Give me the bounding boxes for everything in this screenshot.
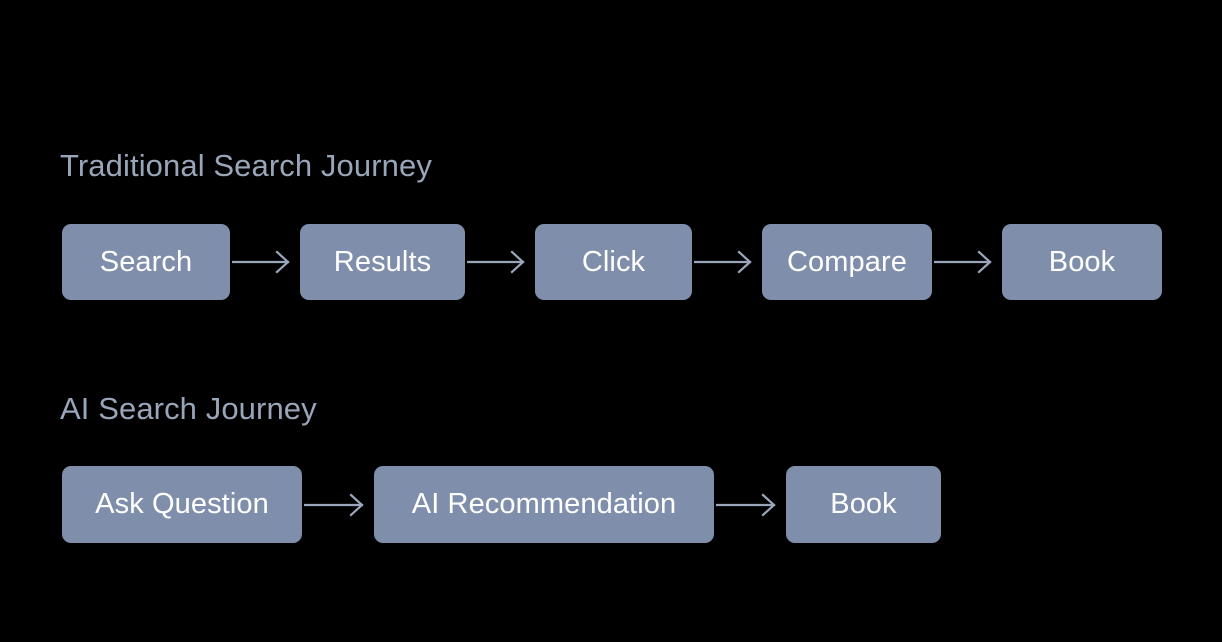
arrow-right-icon [934, 250, 992, 274]
flow-node-book-ai[interactable]: Book [786, 466, 941, 543]
section-heading-traditional: Traditional Search Journey [60, 148, 432, 183]
flow-node-results[interactable]: Results [300, 224, 465, 300]
flow-row-traditional: Search Results Click Compare Book [62, 224, 1162, 300]
flow-node-ask-question[interactable]: Ask Question [62, 466, 302, 543]
flow-node-compare[interactable]: Compare [762, 224, 932, 300]
flow-node-book-traditional[interactable]: Book [1002, 224, 1162, 300]
arrow-right-icon [694, 250, 752, 274]
section-heading-ai: AI Search Journey [60, 391, 317, 426]
arrow-right-icon [467, 250, 525, 274]
arrow-right-icon [304, 492, 364, 517]
flow-node-click[interactable]: Click [535, 224, 692, 300]
flow-row-ai: Ask Question AI Recommendation Book [62, 466, 941, 543]
arrow-right-icon [716, 492, 776, 517]
flow-node-ai-recommendation[interactable]: AI Recommendation [374, 466, 714, 543]
flow-node-search[interactable]: Search [62, 224, 230, 300]
arrow-right-icon [232, 250, 290, 274]
